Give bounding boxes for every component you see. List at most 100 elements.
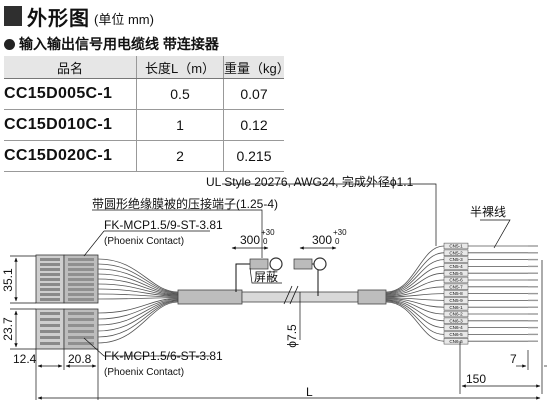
strip-wire-label: 半裸线: [470, 204, 506, 219]
wire-tag: [443, 304, 469, 311]
connector-pin: [40, 258, 60, 261]
wire-tag: [443, 263, 469, 270]
wire-tag-text: CN5-3: [449, 257, 463, 262]
wire-tag: [443, 324, 469, 331]
cell-length: 0.5: [136, 78, 224, 110]
connector-pin: [68, 293, 94, 296]
spec-table: 品名 长度L（m） 重量（kg） CC15D005C-1 0.5 0.07 CC…: [4, 56, 290, 172]
wire-tag-text: CN6-6: [449, 339, 463, 344]
dim-300-right: 300: [312, 233, 332, 247]
wire-tag: [443, 256, 469, 263]
table-header-row: 品名 长度L（m） 重量（kg）: [4, 56, 290, 79]
cell-length: 1: [136, 109, 224, 141]
title-row: 外形图 (单位 mm): [4, 4, 154, 30]
wire-tag: [443, 270, 469, 277]
signal-wire: [97, 300, 179, 338]
connector-pin: [40, 312, 60, 315]
connector-bottom-label: FK-MCP1.5/6-ST-3.81: [104, 349, 223, 363]
terminal-note-label: 带圆形绝缘膜被的压接端子(1.25-4): [92, 196, 278, 211]
dim-300-left: 300: [240, 233, 260, 247]
signal-wire: [97, 268, 179, 294]
connector-left-top: [35, 254, 99, 304]
cell-weight: 0.07: [223, 78, 284, 110]
signal-wire: [97, 299, 179, 326]
wire-tag-text: CN6-2: [449, 312, 463, 317]
connector-pin: [68, 283, 94, 286]
signal-wire: [97, 273, 179, 295]
connector-pin: [68, 278, 94, 281]
connector-pin: [40, 298, 60, 301]
dim-tol-zero: 0: [335, 237, 340, 246]
signal-wire: [385, 301, 445, 342]
connector-pin: [68, 330, 94, 333]
wire-tag: [443, 276, 469, 284]
connector-pin: [40, 278, 60, 281]
header-model: 品名: [4, 56, 137, 79]
signal-wire: [97, 288, 179, 297]
ring-terminal-icon: [269, 257, 283, 271]
wire-tag: [443, 297, 469, 304]
signal-wire: [385, 286, 445, 297]
connector-pin: [68, 342, 94, 345]
wire-tag-text: CN6-1: [449, 305, 463, 310]
connector-left-bottom: [35, 308, 99, 350]
leader-lines: [83, 183, 511, 357]
signal-wire: [385, 298, 445, 308]
left-wire-bundle: [97, 258, 179, 344]
cable-spec-label: UL Style 20276, AWG24, 完成外径ϕ1.1: [206, 174, 414, 189]
cable-sheath: [177, 285, 387, 305]
signal-wire: [385, 293, 445, 298]
ring-terminal-icon: [313, 257, 327, 271]
signal-wire: [385, 272, 445, 296]
signal-wire: [385, 298, 445, 315]
connector-pin: [40, 283, 60, 286]
connector-pin: [68, 312, 94, 315]
wire-tag: [443, 290, 469, 297]
signal-wire: [97, 293, 179, 298]
cell-weight: 0.12: [223, 109, 284, 141]
signal-wire: [97, 283, 179, 296]
wire-tag-text: CN6-5: [449, 332, 463, 337]
signal-wire: [97, 263, 179, 294]
signal-wire: [97, 278, 179, 296]
cell-model: CC15D005C-1: [4, 78, 137, 110]
wire-tag-text: CN5-4: [449, 264, 463, 269]
wire-tag: [443, 283, 469, 290]
phoenix-contact-label: (Phoenix Contact): [104, 367, 184, 378]
wire-tag-text: CN5-1: [449, 244, 463, 249]
page-title: 外形图: [27, 7, 90, 30]
wire-tag: [443, 317, 469, 324]
cell-weight: 0.215: [223, 140, 284, 172]
connector-pin: [40, 318, 60, 321]
cell-model: CC15D010C-1: [4, 109, 137, 141]
wire-tag-text: CN6-3: [449, 318, 463, 323]
wire-tag-text: CN5-7: [449, 284, 463, 289]
dim-tol-zero: 0: [263, 237, 268, 246]
signal-wire: [385, 300, 445, 335]
dim-150: 150: [466, 372, 486, 386]
bullet-dot-icon: [4, 38, 15, 50]
signal-wire: [97, 298, 179, 314]
connector-pin: [68, 268, 94, 271]
dim-diameter: ϕ7.5: [285, 324, 299, 348]
connector-pin: [68, 324, 94, 327]
connector-pin: [68, 336, 94, 339]
connector-pin: [40, 268, 60, 271]
header-length: 长度L（m）: [136, 56, 224, 79]
wire-tag-text: CN6-4: [449, 325, 463, 330]
wire-tag: [443, 242, 469, 250]
connector-pin: [68, 288, 94, 291]
subtitle-row: 输入输出信号用电缆线 带连接器: [4, 34, 219, 54]
header-weight: 重量（kg）: [223, 56, 290, 79]
connector-pin: [40, 273, 60, 276]
title-marker: [4, 6, 22, 26]
connector-pin: [40, 293, 60, 296]
signal-wire: [385, 300, 445, 328]
connector-pin: [68, 318, 94, 321]
signal-wire: [97, 300, 179, 332]
dim-7: 7: [510, 352, 517, 366]
wire-tag: [443, 310, 469, 318]
connector-pin: [68, 263, 94, 266]
signal-wire: [385, 259, 445, 294]
